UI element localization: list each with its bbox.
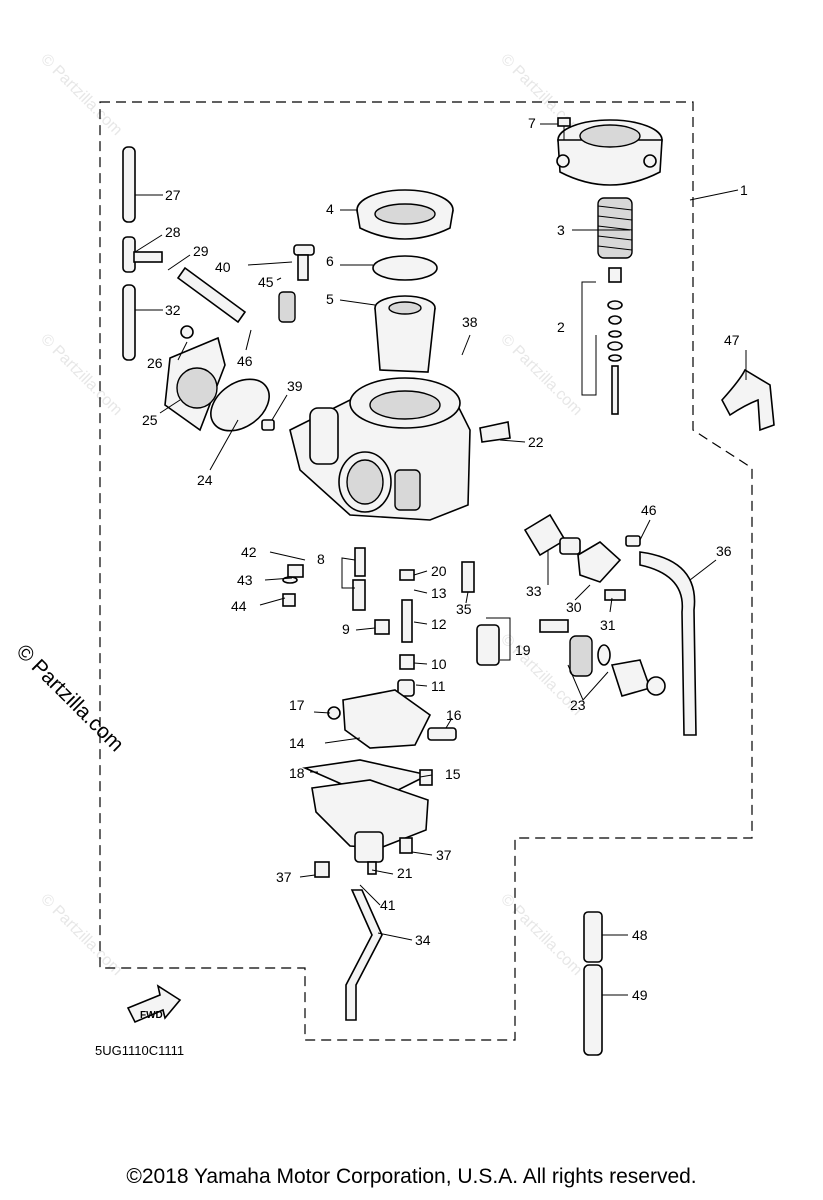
callout-30: 30 (566, 599, 582, 615)
pipe (176, 266, 247, 324)
diaphragm (356, 189, 454, 240)
callout-46: 46 (237, 353, 253, 369)
callout-32: 32 (165, 302, 181, 318)
callout-43: 43 (237, 572, 253, 588)
callout-2: 2 (557, 319, 565, 335)
callout-15: 15 (445, 766, 461, 782)
hose-27-28-32 (122, 146, 163, 361)
callout-36: 36 (716, 543, 732, 559)
forward-arrow-icon: FWD (126, 984, 182, 1024)
callout-31: 31 (600, 617, 616, 633)
callout-34: 34 (415, 932, 431, 948)
callout-8: 8 (317, 551, 325, 567)
callout-33: 33 (526, 583, 542, 599)
assembly-boundary (99, 101, 753, 1041)
callout-37: 37 (436, 847, 452, 863)
callout-40: 40 (215, 259, 231, 275)
float-assembly (327, 689, 457, 749)
drain-hose (345, 889, 383, 1021)
plug-39 (261, 419, 275, 431)
callout-49: 49 (632, 987, 648, 1003)
callout-16: 16 (446, 707, 462, 723)
callout-46b: 46 (641, 502, 657, 518)
cover-25-gasket-24 (164, 325, 270, 432)
callout-17: 17 (289, 697, 305, 713)
callout-41: 41 (380, 897, 396, 913)
callout-20: 20 (431, 563, 447, 579)
callout-37b: 37 (276, 869, 292, 885)
watermark: © Partzilla.com (497, 891, 585, 979)
leader-lines (134, 123, 747, 996)
o-ring (372, 255, 438, 281)
watermarks: © Partzilla.com © Partzilla.com © Partzi… (37, 51, 585, 979)
callout-12: 12 (431, 616, 447, 632)
callout-24: 24 (197, 472, 213, 488)
throttle-spring (597, 197, 633, 259)
watermark: © Partzilla.com (37, 891, 125, 979)
hose-36-47 (625, 368, 775, 736)
callout-39: 39 (287, 378, 303, 394)
diagram-code: 5UG1110C1111 (95, 1043, 185, 1058)
callout-29: 29 (193, 243, 209, 259)
callout-38: 38 (462, 314, 478, 330)
callout-13: 13 (431, 585, 447, 601)
callout-48: 48 (632, 927, 648, 943)
choke-and-cover (479, 421, 666, 697)
carb-top-cap (556, 119, 663, 186)
callout-labels: 1 2 3 4 5 6 7 8 9 10 11 12 13 14 15 16 1… (142, 115, 748, 1003)
callout-11: 11 (431, 678, 446, 694)
float-bowl (311, 769, 433, 878)
cap-screw (557, 117, 571, 140)
watermark: © Partzilla.com (497, 331, 585, 419)
throttle-piston (374, 295, 436, 373)
callout-21: 21 (397, 865, 413, 881)
callout-3: 3 (557, 222, 565, 238)
watermark: © Partzilla.com (37, 51, 125, 139)
hose-48-49 (583, 911, 603, 1056)
callout-28: 28 (165, 224, 181, 240)
callout-7: 7 (528, 115, 536, 131)
callout-14: 14 (289, 735, 305, 751)
callout-19: 19 (515, 642, 531, 658)
callout-4: 4 (326, 201, 334, 217)
callout-26: 26 (147, 355, 163, 371)
fwd-label: FWD (140, 1010, 163, 1021)
callout-22: 22 (528, 434, 544, 450)
callout-18: 18 (289, 765, 305, 781)
callout-44: 44 (231, 598, 247, 614)
callout-5: 5 (326, 291, 334, 307)
jets (282, 547, 500, 697)
carburetor-body (289, 377, 471, 521)
callout-9: 9 (342, 621, 350, 637)
callout-1: 1 (740, 182, 748, 198)
callout-6: 6 (326, 253, 334, 269)
throttle-screw-40 (278, 244, 315, 323)
callout-35: 35 (456, 601, 472, 617)
jet-needle-set (607, 267, 623, 415)
callout-25: 25 (142, 412, 158, 428)
watermark: © Partzilla.com (37, 331, 125, 419)
callout-23: 23 (570, 697, 586, 713)
callout-47: 47 (724, 332, 740, 348)
copyright-notice: ©2018 Yamaha Motor Corporation, U.S.A. A… (126, 1165, 697, 1188)
callout-45: 45 (258, 274, 274, 290)
callout-42: 42 (241, 544, 257, 560)
callout-10: 10 (431, 656, 447, 672)
callout-27: 27 (165, 187, 181, 203)
